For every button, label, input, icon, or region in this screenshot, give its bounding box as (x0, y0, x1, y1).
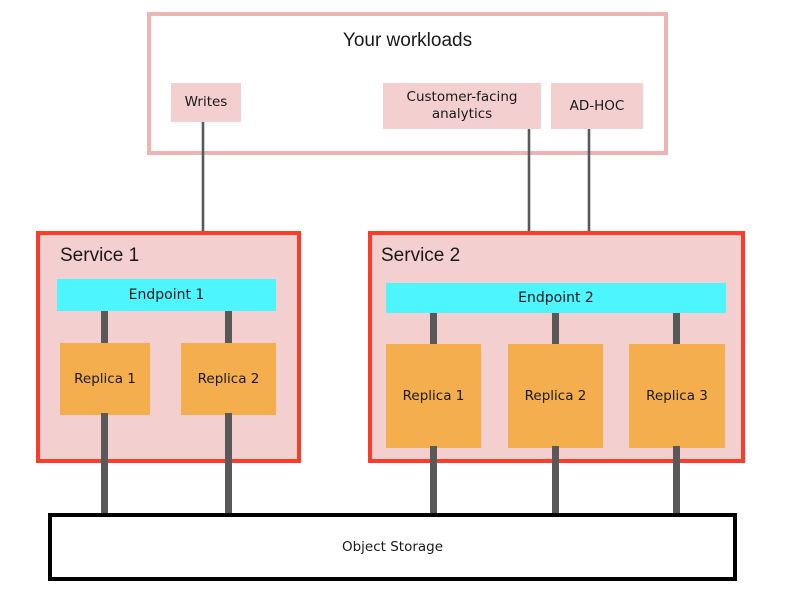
connector-endpoint-1-to-replica-1 (101, 311, 108, 345)
service-1-label: Service 1 (60, 245, 140, 266)
connector-endpoint-2-to-replica-1 (430, 313, 437, 346)
connector-endpoint-2-to-replica-3 (673, 313, 680, 346)
connector-service-2-replica-3-to-storage (673, 446, 680, 515)
service-1-replica-2[interactable]: Replica 2 (181, 343, 276, 415)
workloads-title: Your workloads (342, 30, 473, 51)
connector-service-1-replica-1-to-storage (101, 413, 108, 515)
connector-endpoint-2-to-replica-2 (552, 313, 559, 346)
object-storage-box[interactable]: Object Storage (48, 513, 737, 581)
service-2-replica-1[interactable]: Replica 1 (386, 344, 481, 448)
service-2-replica-3[interactable]: Replica 3 (629, 344, 725, 448)
connector-service-2-replica-2-to-storage (552, 446, 559, 515)
service-1-replica-1[interactable]: Replica 1 (60, 343, 150, 415)
connector-service-1-replica-2-to-storage (225, 413, 232, 515)
connector-service-2-replica-1-to-storage (430, 446, 437, 515)
endpoint-2[interactable]: Endpoint 2 (386, 283, 726, 313)
service-2-label: Service 2 (381, 245, 461, 266)
endpoint-1[interactable]: Endpoint 1 (57, 279, 276, 311)
connector-endpoint-1-to-replica-2 (225, 311, 232, 345)
workload-chip-customer-facing-analytics[interactable]: Customer-facing analytics (383, 83, 541, 129)
service-2-replica-2[interactable]: Replica 2 (508, 344, 603, 448)
workload-chip-writes[interactable]: Writes (171, 83, 241, 122)
workload-chip-ad-hoc[interactable]: AD-HOC (551, 83, 643, 129)
